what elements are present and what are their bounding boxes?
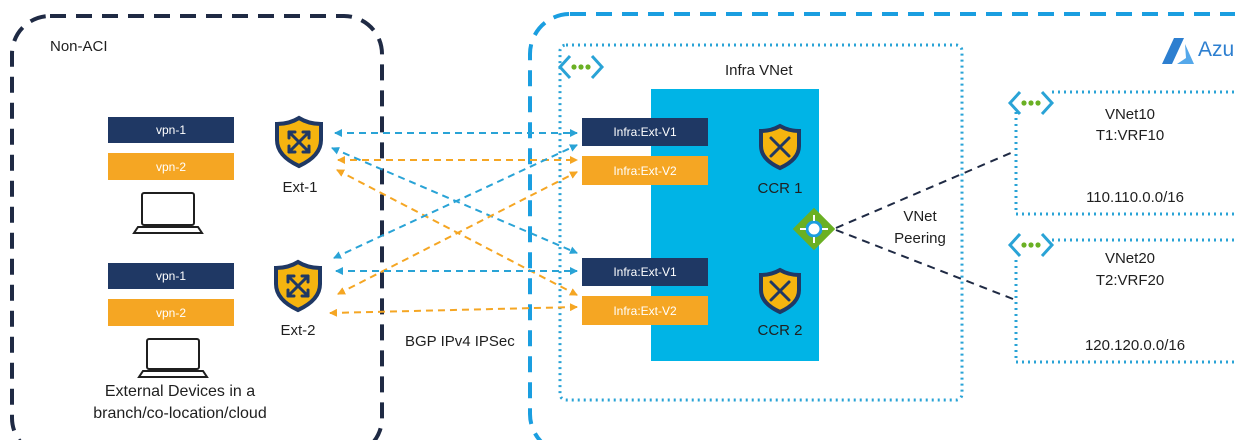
external-devices-caption-line2: branch/co-location/cloud — [93, 405, 267, 422]
router-shield-icon — [759, 123, 801, 171]
vnet20-boundary — [1014, 238, 1235, 364]
vnet10-vrf: T1:VRF10 — [1095, 127, 1165, 144]
vnet10-cidr: 110.110.0.0/16 — [1086, 189, 1184, 206]
infra-vnet-title: Infra VNet — [725, 62, 793, 79]
tunnel-ext2-v2b — [329, 303, 578, 317]
ccr-2-label: CCR 2 — [757, 322, 803, 339]
infra-vnet-boundary — [558, 43, 964, 402]
interface-infra-ext-v2: Infra:Ext-V2 — [582, 156, 708, 185]
interface-infra-ext-v2: Infra:Ext-V2 — [582, 296, 708, 325]
router-shield-icon — [759, 267, 801, 315]
vnet20-name: VNet20 — [1104, 250, 1156, 267]
vpn-1-label: vpn-1 — [108, 117, 234, 143]
vpn-1-label: vpn-1 — [108, 263, 234, 289]
tunnel-ext1-v1b — [331, 147, 578, 254]
peering-line-vnet10 — [835, 151, 1014, 229]
external-devices-caption-line1: External Devices in a — [104, 383, 256, 400]
router-label-ext-1: Ext-1 — [282, 179, 318, 196]
vnet-peering-label-line1: VNet — [903, 208, 937, 225]
peering-line-vnet20 — [835, 229, 1014, 300]
azure-logo-icon — [1162, 38, 1194, 64]
router-label-ext-2: Ext-2 — [280, 322, 316, 339]
interface-infra-ext-v1: Infra:Ext-V1 — [582, 258, 708, 286]
vnet-peering-label-line2: Peering — [894, 230, 946, 247]
router-shield-icon — [275, 115, 323, 169]
vnet-icon — [557, 54, 605, 80]
vpn-2-label: vpn-2 — [108, 299, 234, 326]
vnet-icon — [1007, 90, 1055, 116]
azure-boundary — [528, 12, 1235, 440]
tunnel-ext2-v1a — [333, 144, 578, 259]
ccr-1-label: CCR 1 — [757, 180, 803, 197]
non-aci-title: Non-ACI — [50, 38, 108, 55]
vnet-icon — [1007, 232, 1055, 258]
vnet20-cidr: 120.120.0.0/16 — [1084, 337, 1186, 354]
vnet20-vrf: T2:VRF20 — [1095, 272, 1165, 289]
vnet10-boundary — [1014, 90, 1235, 216]
laptop-icon — [137, 338, 209, 378]
tunnel-label: BGP IPv4 IPSec — [405, 333, 515, 350]
laptop-icon — [132, 192, 204, 234]
router-shield-icon — [274, 259, 322, 313]
vpn-2-label: vpn-2 — [108, 153, 234, 180]
azure-logo-text: Azu — [1198, 38, 1235, 61]
interface-infra-ext-v1: Infra:Ext-V1 — [582, 118, 708, 146]
vnet10-name: VNet10 — [1104, 106, 1156, 123]
tunnel-ext2-v2a — [337, 171, 578, 295]
